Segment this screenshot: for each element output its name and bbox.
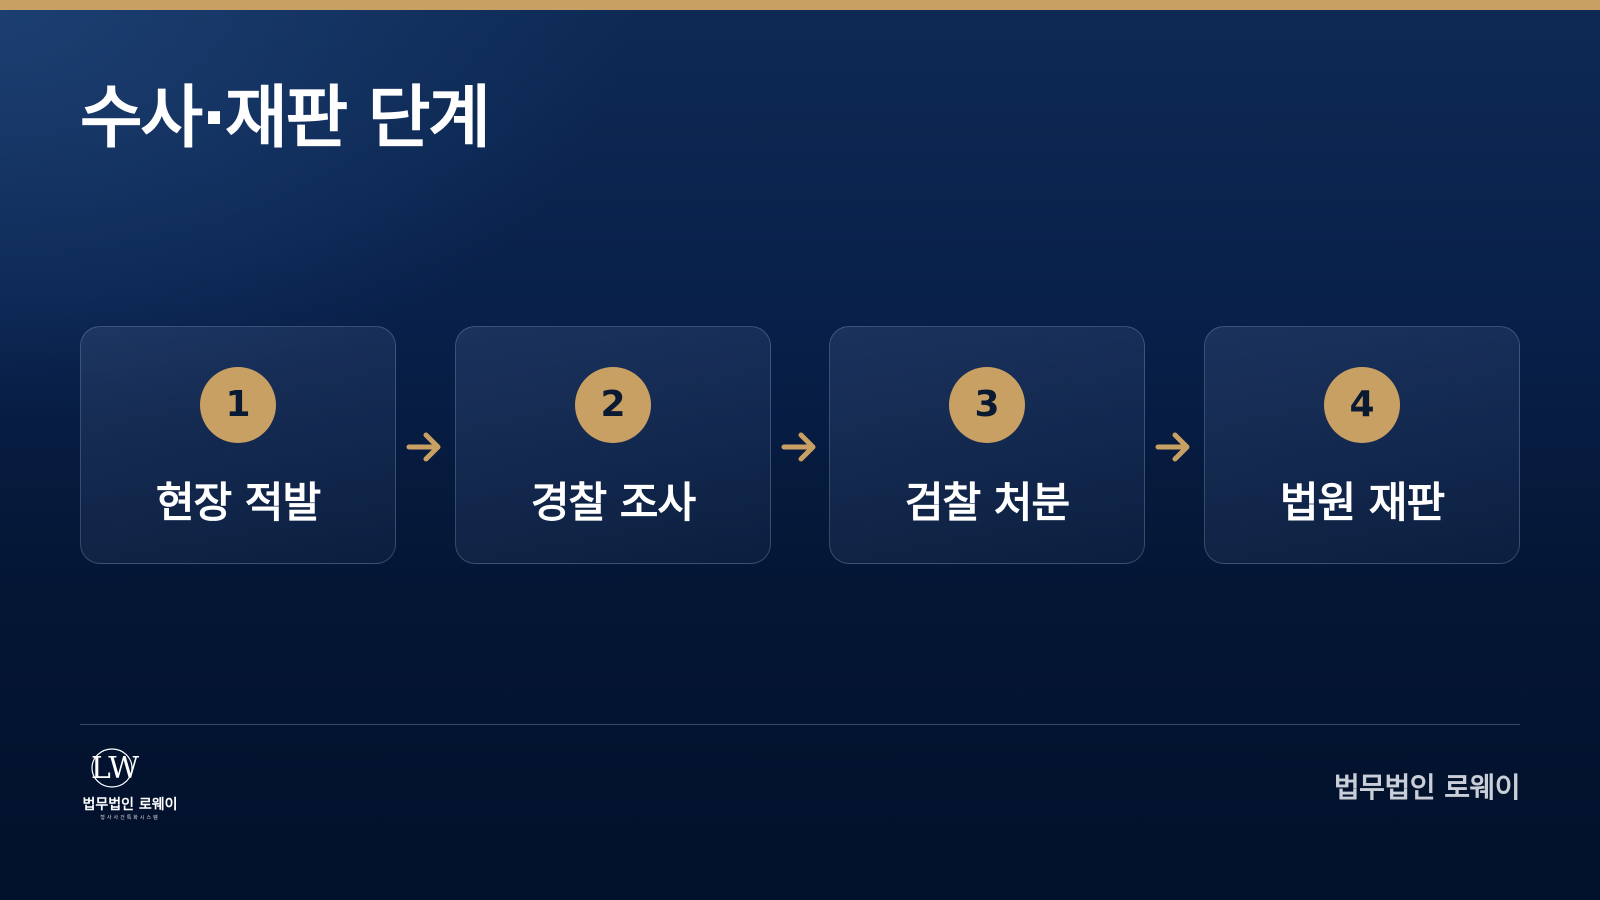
arrow-right-icon [406, 432, 441, 462]
step-number-badge: 2 [575, 367, 651, 443]
arrow-right-icon [781, 432, 816, 462]
logo-monogram: LW [91, 751, 139, 786]
top-accent-bar [0, 0, 1600, 10]
process-steps: 1 현장 적발 2 경찰 조사 3 검찰 처분 4 법원 재판 [80, 326, 1520, 566]
page-title: 수사·재판 단계 [80, 79, 491, 158]
footer-divider [80, 724, 1520, 725]
step-number-badge: 3 [949, 367, 1025, 443]
firm-logo: LW 법무법인 로웨이 형사사건특화시스템 [78, 744, 188, 824]
footer-firm-name: 법무법인 로웨이 [1333, 771, 1521, 804]
logo-subtext: 형사사건특화시스템 [100, 815, 160, 821]
step-number-badge: 1 [200, 367, 276, 443]
logo-text: 법무법인 로웨이 [82, 797, 178, 813]
step-card-2: 2 경찰 조사 [455, 326, 771, 564]
step-card-3: 3 검찰 처분 [829, 326, 1145, 564]
step-card-1: 1 현장 적발 [80, 326, 396, 564]
step-card-4: 4 법원 재판 [1204, 326, 1520, 564]
arrow-right-icon [1155, 432, 1190, 462]
step-label: 경찰 조사 [530, 478, 696, 527]
step-label: 현장 적발 [155, 478, 321, 527]
logo-monogram-icon: LW [91, 748, 139, 788]
step-label: 검찰 처분 [904, 478, 1070, 527]
step-number-badge: 4 [1324, 367, 1400, 443]
step-label: 법원 재판 [1279, 478, 1445, 527]
